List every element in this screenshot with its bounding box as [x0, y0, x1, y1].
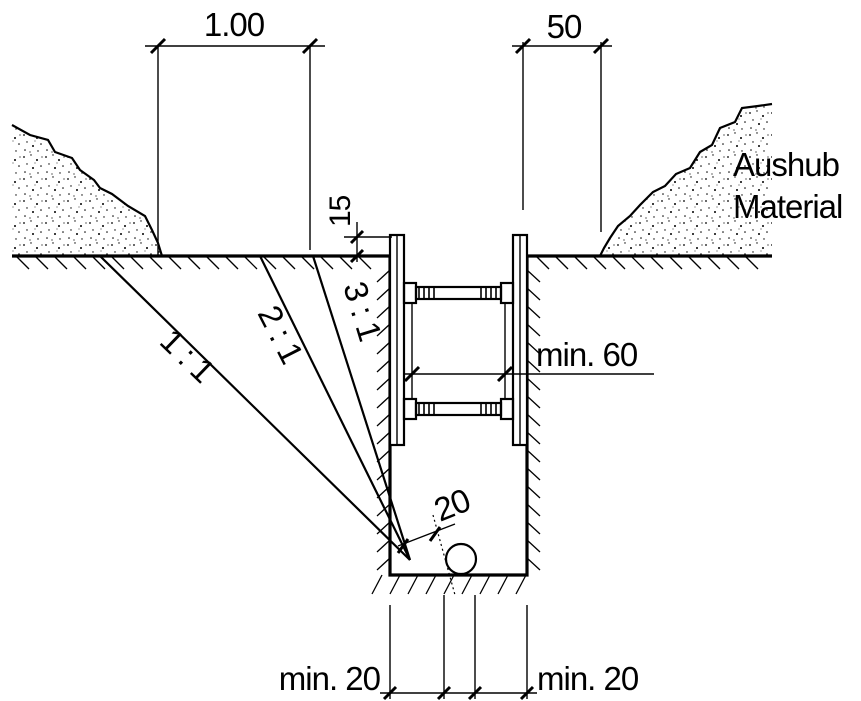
- dimension-top-left: [145, 37, 325, 255]
- dimension-bottom-left-label: min. 20: [279, 660, 381, 697]
- dimension-top-left-label: 1.00: [204, 6, 265, 43]
- slope-label-2-1: 2 : 1: [251, 299, 311, 369]
- spoil-heap-left: [11, 124, 164, 257]
- spoil-label-line1: Aushub: [733, 146, 839, 183]
- dimension-edge-offset-label: 15: [324, 195, 357, 227]
- strut-upper: [402, 281, 515, 305]
- dimension-bottom-right-label: min. 20: [537, 660, 639, 697]
- strut-lower: [402, 397, 515, 421]
- slope-label-3-1: 3 : 1: [336, 277, 389, 344]
- dimension-trench-width-label: min. 60: [536, 336, 638, 373]
- dimension-pipe-cover-label: 20: [429, 481, 476, 529]
- dimension-bottom: [380, 595, 537, 701]
- dimension-edge-offset: [344, 222, 392, 264]
- spoil-label-line2: Material: [733, 188, 842, 225]
- dimension-trench-width: [403, 365, 654, 383]
- slope-label-1-1: 1 : 1: [153, 321, 221, 389]
- dimension-pipe-cover: [396, 523, 456, 554]
- shoring-left: [388, 233, 406, 447]
- soil-hatching: [15, 255, 759, 595]
- pipe: [444, 542, 478, 576]
- slope-lines: [99, 255, 412, 561]
- dimension-top-right: [512, 37, 612, 232]
- dimension-top-right-label: 50: [547, 8, 582, 45]
- spoil-heap-right: [599, 102, 773, 257]
- strut-guide-lines: [411, 303, 506, 399]
- pipe-cover-guide: [432, 514, 456, 596]
- shoring-right: [511, 233, 529, 447]
